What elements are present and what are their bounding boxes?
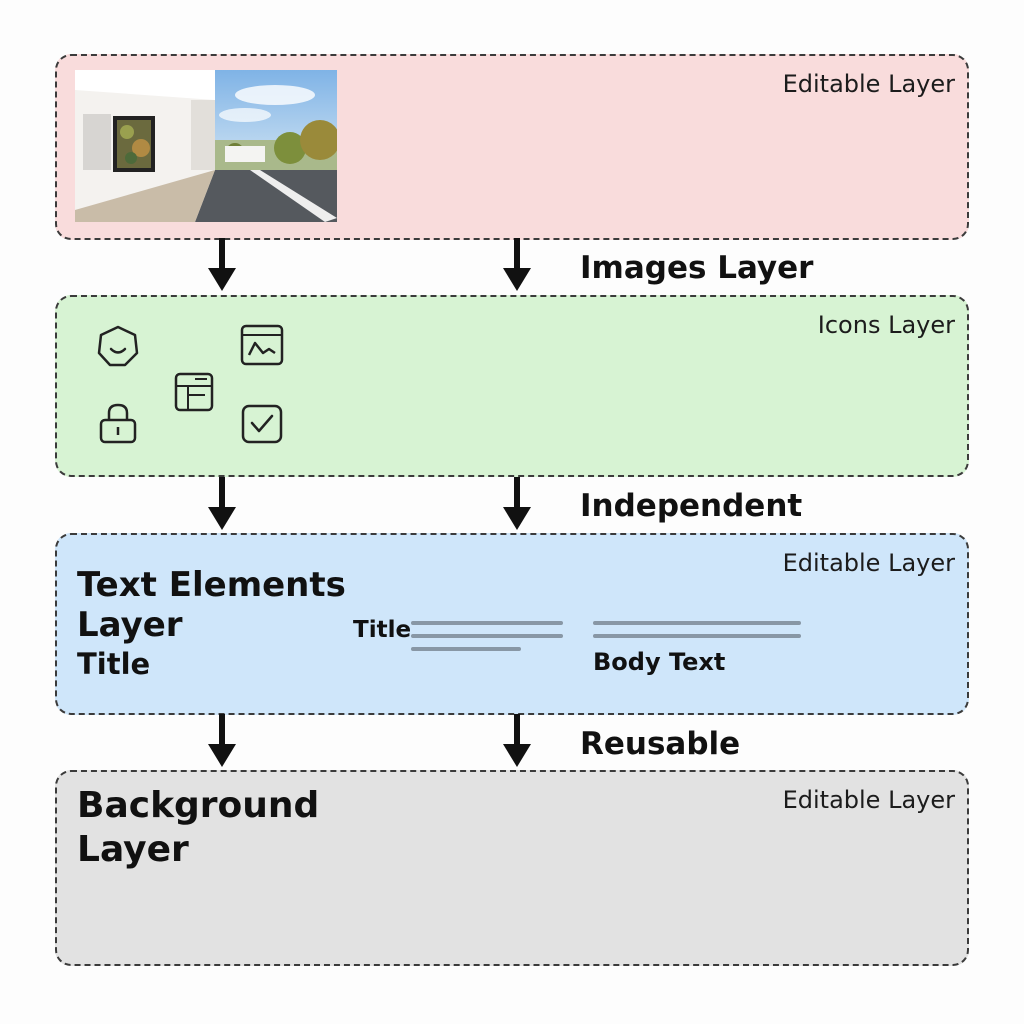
text-layer-heading-line2: Layer (77, 605, 183, 645)
background-layer-heading-line2: Layer (77, 829, 189, 870)
arrow-down-icon (208, 238, 236, 291)
background-layer-heading: Background Layer (77, 784, 319, 872)
flow-label-independent: Independent (580, 488, 803, 524)
column-title: Title (353, 617, 412, 643)
flow-label-reusable: Reusable (580, 726, 741, 762)
flow-label-images-layer: Images Layer (580, 250, 814, 286)
images-layer-corner-label: Editable Layer (782, 70, 955, 98)
chart-icon (240, 324, 284, 366)
background-layer-heading-line1: Background (77, 785, 320, 826)
placeholder-text-block (411, 621, 563, 660)
text-layer-corner-label: Editable Layer (782, 549, 955, 577)
column-body-title: Body Text (593, 648, 726, 676)
arrow-down-icon (208, 477, 236, 530)
lock-icon (99, 403, 137, 444)
layout-icon (174, 372, 214, 412)
gallery-photo (75, 70, 337, 222)
text-elements-layer-panel: Text Elements Layer Title Title Body Tex… (55, 533, 969, 715)
placeholder-text-block (593, 621, 801, 647)
smiley-icon (97, 325, 139, 367)
text-layer-subheading: Title (77, 647, 151, 681)
text-layer-heading: Text Elements Layer (77, 565, 346, 645)
arrow-down-icon (208, 714, 236, 767)
icons-layer-corner-label: Icons Layer (817, 311, 955, 339)
arrow-down-icon (503, 477, 531, 530)
arrow-down-icon (503, 714, 531, 767)
check-icon (241, 404, 283, 444)
background-layer-corner-label: Editable Layer (782, 786, 955, 814)
images-layer-panel: Editable Layer (55, 54, 969, 240)
icons-layer-panel: Icons Layer (55, 295, 969, 477)
arrow-down-icon (503, 238, 531, 291)
text-layer-heading-line1: Text Elements (77, 565, 346, 605)
background-layer-panel: Background Layer Editable Layer (55, 770, 969, 966)
